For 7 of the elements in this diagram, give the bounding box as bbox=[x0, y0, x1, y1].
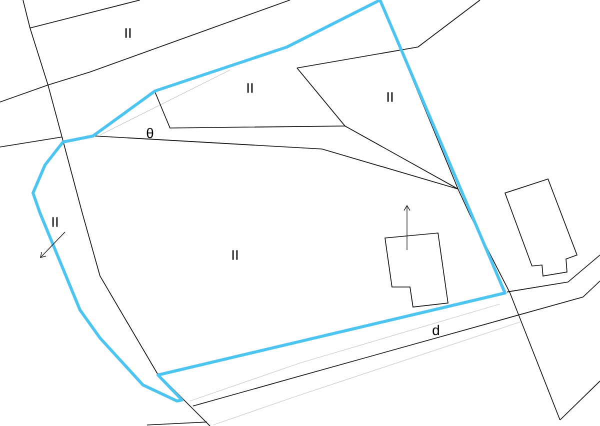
map-symbol: θ bbox=[146, 128, 154, 138]
map-symbol: d bbox=[432, 324, 439, 336]
parcel-label: II bbox=[125, 28, 131, 38]
parcel-label: II bbox=[232, 250, 238, 260]
parcel-label: II bbox=[247, 83, 253, 93]
parcel-label: II bbox=[52, 217, 58, 227]
parcel-label: II bbox=[387, 92, 393, 102]
